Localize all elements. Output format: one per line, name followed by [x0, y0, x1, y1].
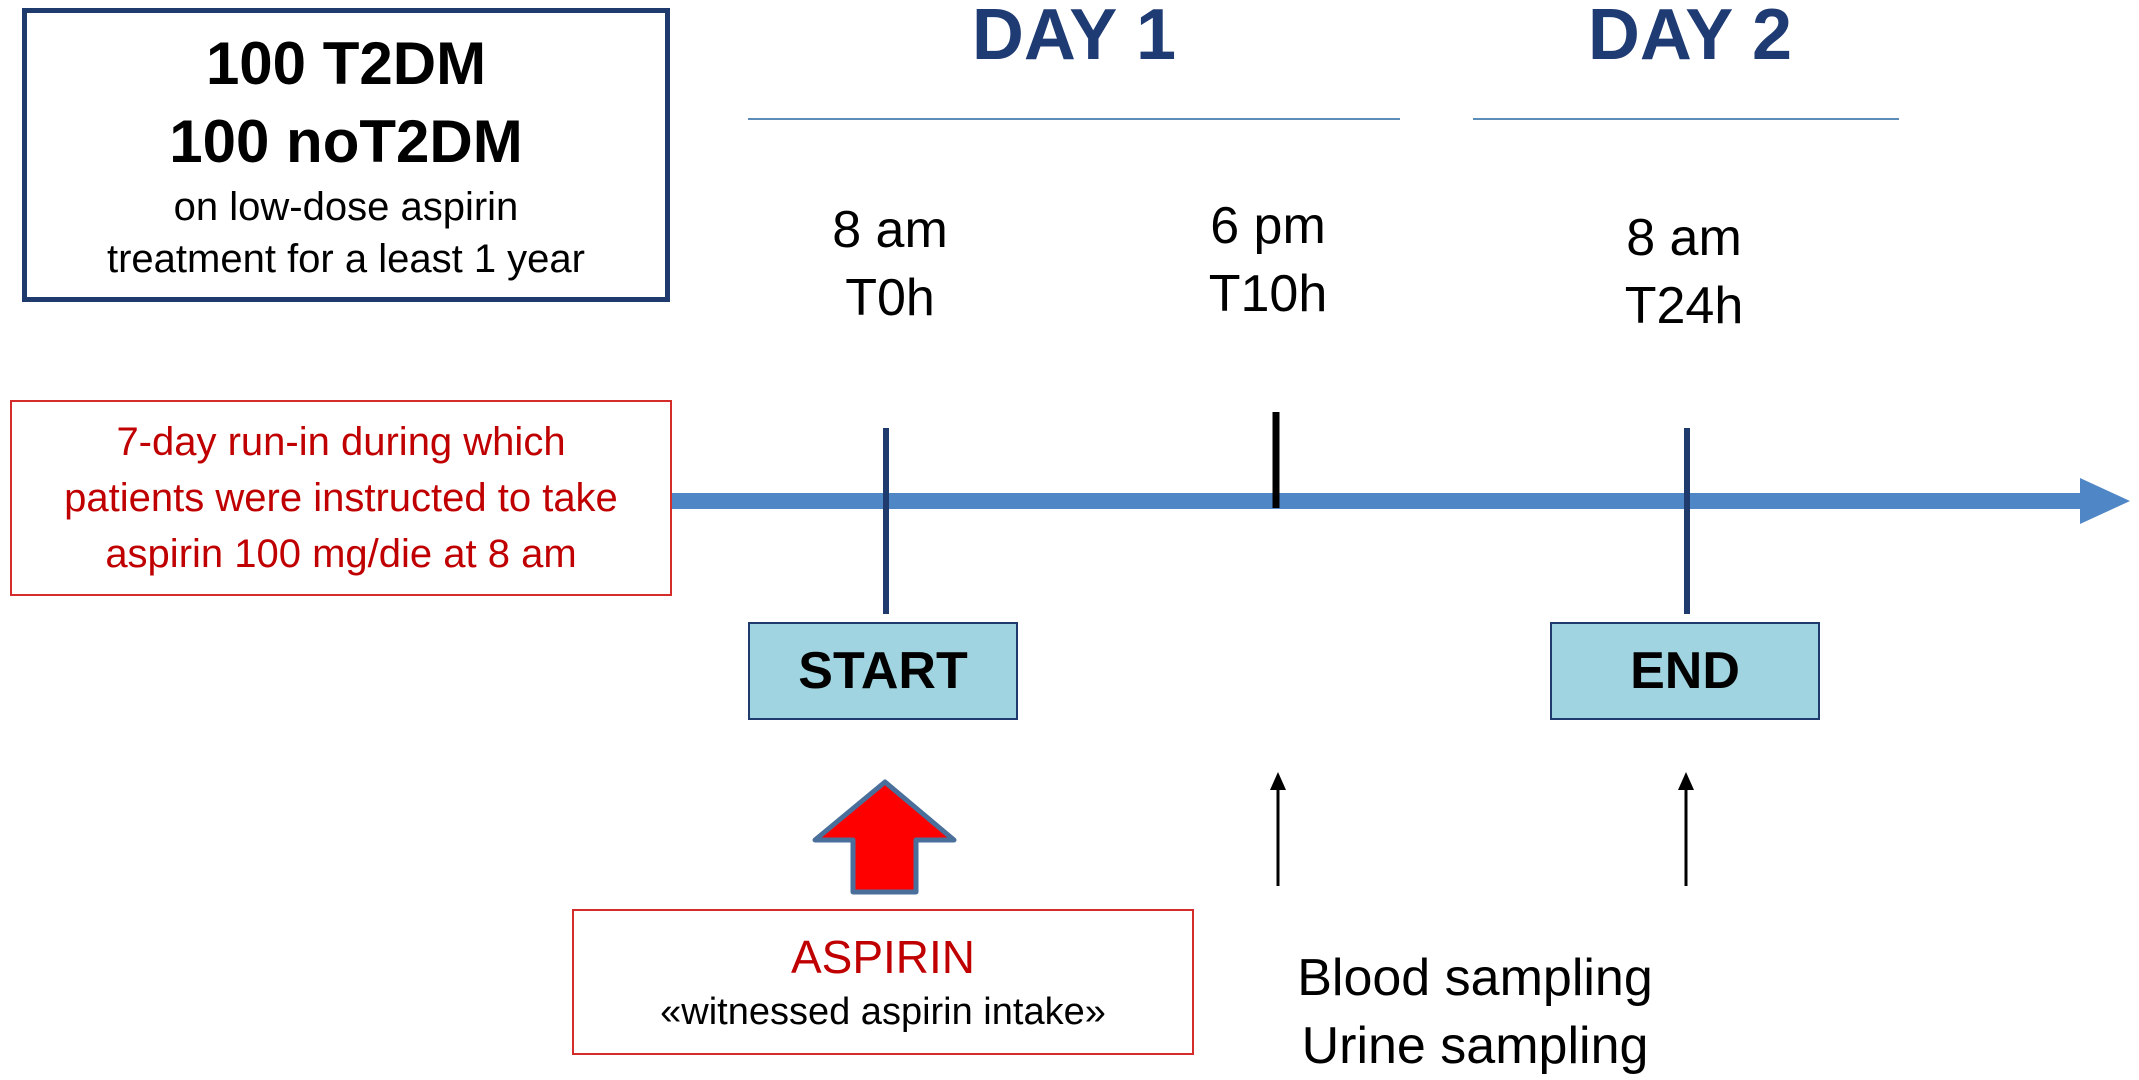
- timepoint-t10-label: T10h: [1208, 265, 1328, 323]
- cohort-treatment-line2: treatment for a least 1 year: [106, 237, 585, 281]
- runin-line2: patients were instructed to take: [64, 476, 618, 520]
- runin-line3: aspirin 100 mg/die at 8 am: [105, 532, 577, 576]
- aspirin-arrow-icon: [812, 779, 957, 895]
- timepoint-t10-clock: 6 pm: [1210, 197, 1326, 255]
- sampling-arrow-t10-icon: [1270, 772, 1286, 790]
- timepoint-t10: 6 pm T10h: [1118, 192, 1418, 328]
- day1-rule: [748, 118, 1400, 120]
- runin-line1: 7-day run-in during which: [116, 420, 566, 464]
- day2-rule: [1473, 118, 1899, 120]
- sampling-arrow-t24-icon: [1678, 772, 1694, 790]
- aspirin-title: ASPIRIN: [790, 931, 976, 983]
- timepoint-t24: 8 am T24h: [1534, 204, 1834, 340]
- runin-box: 7-day run-in during which patients were …: [10, 400, 672, 596]
- timepoint-t0-label: T0h: [845, 269, 935, 327]
- timepoint-t24-clock: 8 am: [1626, 209, 1742, 267]
- cohort-box: 100 T2DM 100 noT2DM on low-dose aspirin …: [22, 8, 670, 302]
- timepoint-t24-label: T24h: [1624, 277, 1744, 335]
- end-box: END: [1550, 622, 1820, 720]
- aspirin-subtitle: «witnessed aspirin intake»: [660, 991, 1106, 1033]
- day1-title: DAY 1: [971, 0, 1177, 75]
- timeline-arrowhead: [2080, 478, 2130, 524]
- aspirin-box: ASPIRIN «witnessed aspirin intake»: [572, 909, 1194, 1055]
- day2-title: DAY 2: [1587, 0, 1793, 75]
- sampling-labels: Blood sampling Urine sampling: [1240, 944, 1710, 1080]
- timepoint-t0-clock: 8 am: [832, 201, 948, 259]
- cohort-not2dm: 100 noT2DM: [169, 108, 523, 175]
- timepoint-t0: 8 am T0h: [740, 196, 1040, 332]
- cohort-treatment-line1: on low-dose aspirin: [173, 185, 519, 229]
- start-box: START: [748, 622, 1018, 720]
- blood-sampling-label: Blood sampling: [1297, 949, 1653, 1007]
- cohort-t2dm: 100 T2DM: [205, 30, 487, 97]
- urine-sampling-label: Urine sampling: [1301, 1017, 1649, 1075]
